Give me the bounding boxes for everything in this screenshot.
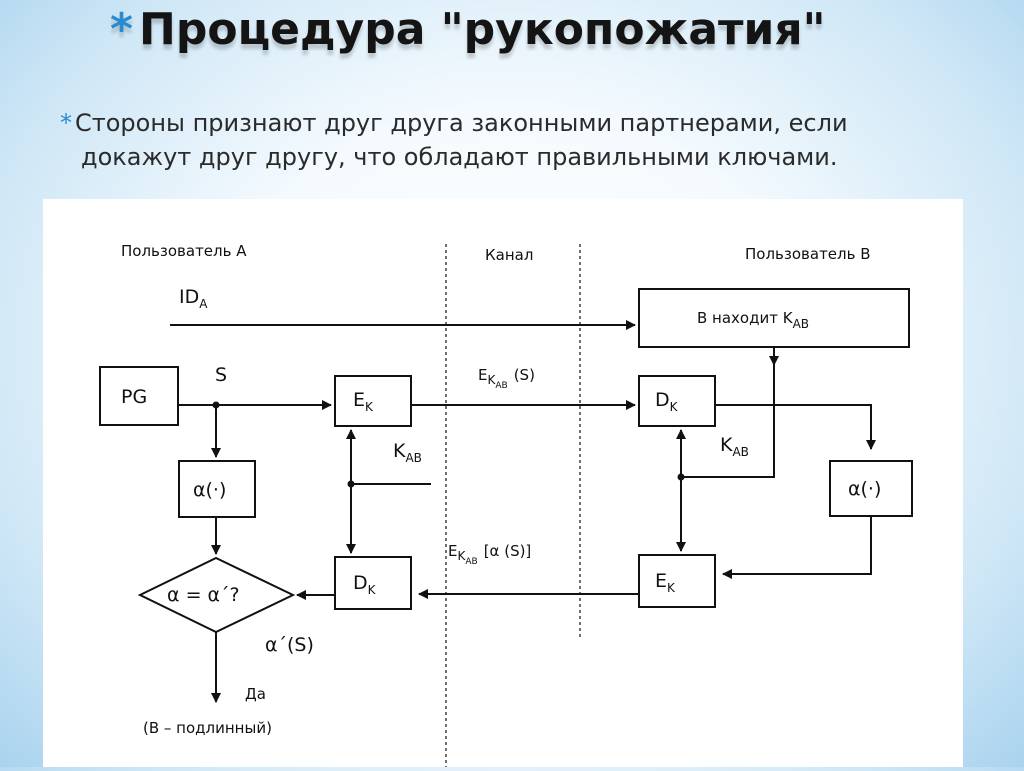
title-star: * xyxy=(110,4,134,55)
alpha-b-label: α(·) xyxy=(848,478,881,500)
decrypt-b-label: DK xyxy=(655,389,679,414)
key-a-junction xyxy=(347,480,355,488)
bullet-star: * xyxy=(60,109,72,137)
alpha-box-b xyxy=(829,460,913,517)
msg1-label: EKAB(S) xyxy=(478,366,535,391)
decrypt-b-to-alpha-arrow xyxy=(715,404,876,450)
user-b-label: Пользователь В xyxy=(745,245,871,263)
bullet-text: *Стороны признают друг друга законными п… xyxy=(60,106,980,174)
result-label: (В – подлинный) xyxy=(143,719,272,737)
decrypt-box-a xyxy=(334,556,412,610)
slide-title: *Процедура "рукопожатия" xyxy=(110,4,1010,55)
handshake-diagram: Пользователь А Канал Пользователь В IDA … xyxy=(99,242,913,767)
diagram-panel: Пользователь А Канал Пользователь В IDA … xyxy=(43,199,963,767)
compare-diamond xyxy=(137,556,296,634)
decrypt-box-b xyxy=(638,375,716,427)
yes-label: Да xyxy=(245,685,266,703)
channel-label: Канал xyxy=(485,246,533,264)
id-a-label: IDA xyxy=(179,286,208,311)
encrypt-b-label: EK xyxy=(655,570,676,595)
kab-b-label: KAB xyxy=(720,434,749,459)
b-finds-key-label: В находит KAB xyxy=(697,309,809,331)
user-a-label: Пользователь А xyxy=(121,242,247,260)
compare-label: α = α´? xyxy=(167,584,240,606)
decrypt-a-label: DK xyxy=(353,572,377,597)
bullet-line-2: докажут друг другу, что обладают правиль… xyxy=(81,143,838,171)
kab-a-label: KAB xyxy=(393,440,422,465)
alpha-box-a xyxy=(178,460,256,518)
key-b-line xyxy=(681,365,775,478)
alpha-a-label: α(·) xyxy=(193,479,226,501)
key-b-junction xyxy=(677,473,685,481)
encrypt-box-b xyxy=(638,554,716,608)
alpha-prime-label: α´(S) xyxy=(265,634,314,656)
alpha-to-encrypt-b-arrow xyxy=(722,516,872,579)
pg-label: PG xyxy=(121,386,147,408)
pg-box xyxy=(99,366,179,426)
s-label: S xyxy=(215,364,227,386)
encrypt-box-a xyxy=(334,375,412,427)
bullet-line-1: Стороны признают друг друга законными па… xyxy=(75,109,848,137)
encrypt-a-label: EK xyxy=(353,389,374,414)
title-text: Процедура "рукопожатия" xyxy=(139,4,826,55)
msg2-label: EKAB[α (S)] xyxy=(448,542,531,567)
